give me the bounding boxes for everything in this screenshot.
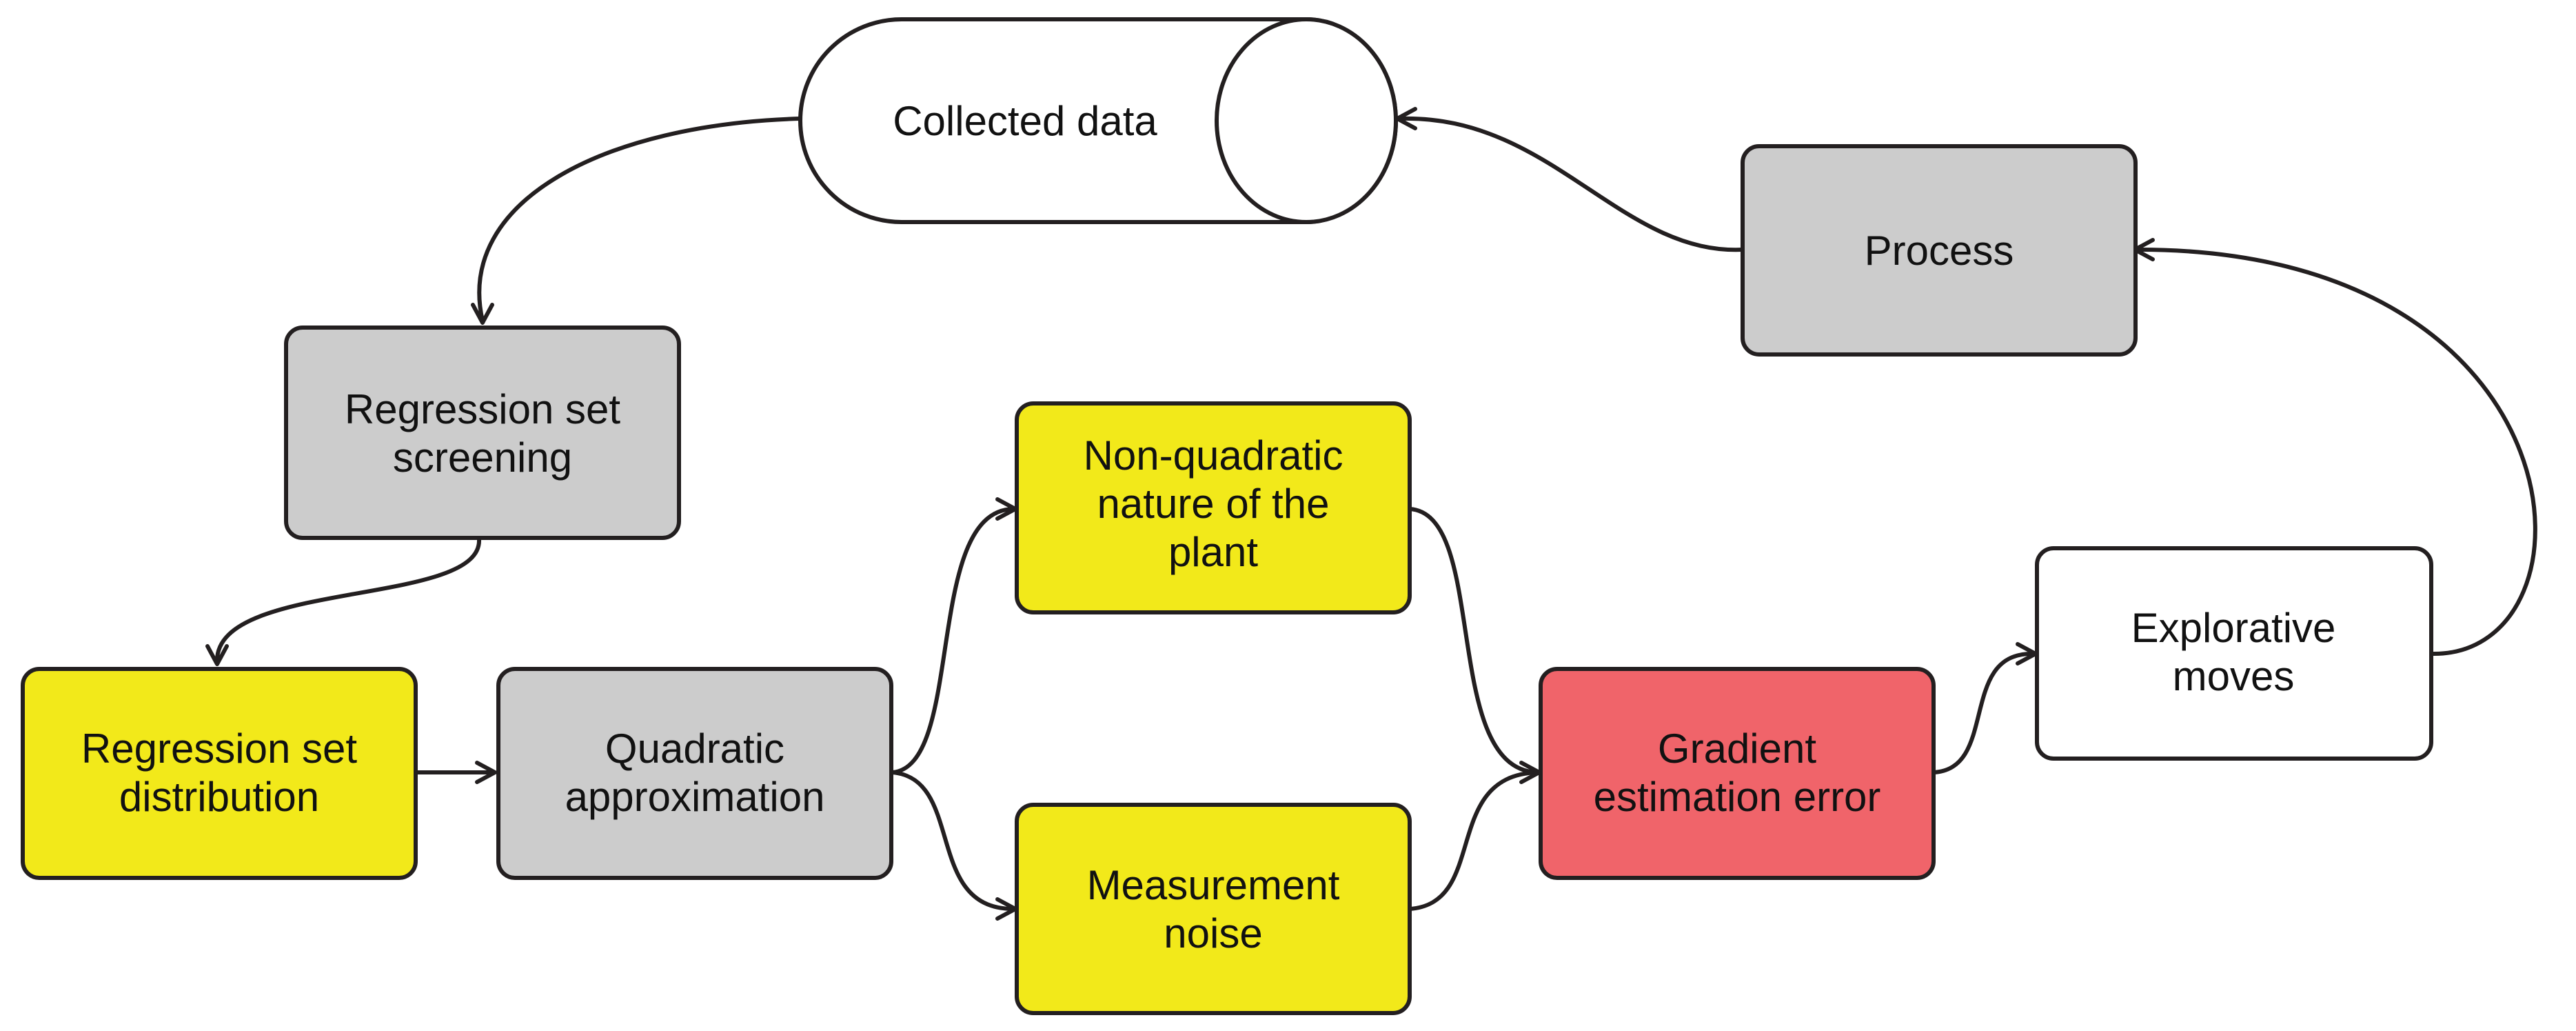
regression-set-distribution-line-1: Regression set [81,725,358,772]
quadratic-approximation-line-1: Quadratic [605,725,784,772]
collected-data-label: Collected data [893,98,1157,144]
edge-collected-data-to-screening [477,117,800,321]
edge-quadratic-to-measurement [892,770,1014,911]
arrowhead-quadratic [475,761,497,784]
process-line-1: Process [1865,228,2014,274]
arrowhead-distribution [205,644,229,666]
process-box [1741,144,2138,357]
collected-data-line-1: Collected data [893,98,1157,144]
process-label: Process [1865,228,2014,274]
edge-screening-to-distribution [214,539,482,663]
regression-set-screening-line-1: Regression set [345,386,621,432]
regression-set-distribution-box [21,667,418,880]
arrowhead-screening [471,303,494,325]
quadratic-approximation-line-2: approximation [565,774,825,820]
explorative-moves-line-2: moves [2173,653,2295,699]
measurement-noise-line-1: Measurement [1087,862,1340,908]
regression-set-distribution-line-2: distribution [119,774,319,820]
edge-non-quadratic-to-gradient [1409,507,1538,774]
edge-quadratic-to-non-quadratic [892,507,1014,774]
measurement-noise-line-2: noise [1164,910,1262,957]
regression-set-screening-line-2: screening [393,434,572,481]
non-quadratic-nature-box [1015,401,1412,614]
explorative-moves-box [2035,546,2433,761]
quadratic-approximation-box [496,667,893,880]
gradient-estimation-error-line-2: estimation error [1594,774,1881,820]
gradient-estimation-error-box [1539,667,1936,880]
gradient-estimation-error-line-1: Gradient [1658,725,1816,772]
edge-measurement-to-gradient [1409,770,1538,911]
collected-data-cylinder-end [1215,17,1398,224]
edge-explorative-to-process [2136,247,2537,657]
node-process: Process [1741,144,2138,357]
non-quadratic-nature-line-2: nature of the [1097,481,1330,527]
measurement-noise-box [1015,803,1412,1015]
explorative-moves-line-1: Explorative [2131,605,2336,651]
non-quadratic-nature-line-1: Non-quadratic [1084,432,1343,479]
regression-set-screening-box [284,326,681,540]
non-quadratic-nature-line-3: plant [1168,529,1258,575]
edge-process-to-collected-data [1399,116,1743,252]
edge-gradient-to-explorative [1933,651,2034,774]
node-collected-data: Collected data [798,17,1398,224]
